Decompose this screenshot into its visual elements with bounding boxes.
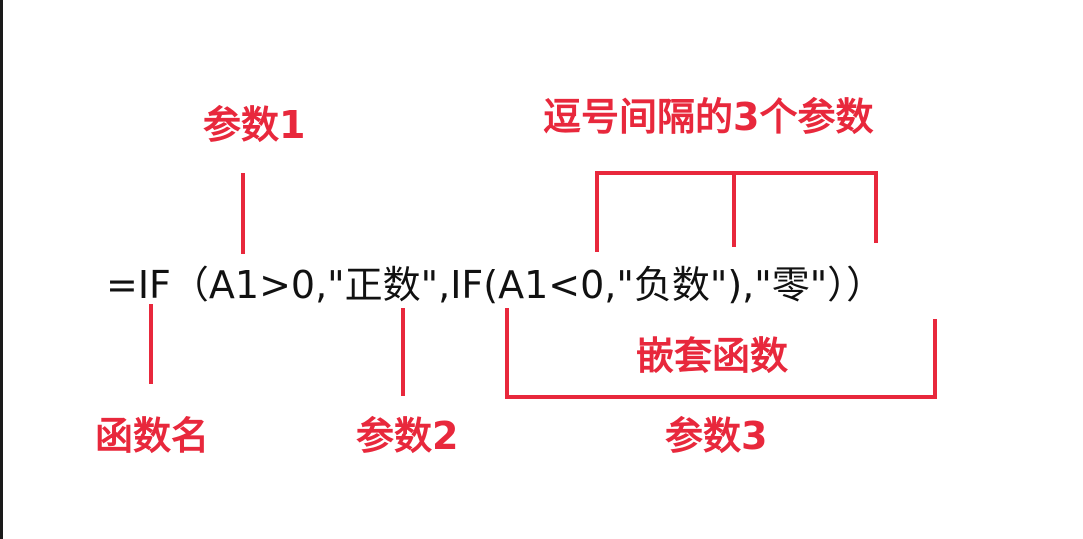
left-border (0, 0, 3, 539)
label-nested-function: 嵌套函数 (636, 334, 789, 378)
label-three-params: 逗号间隔的3个参数 (543, 95, 874, 139)
label-function-name: 函数名 (95, 414, 210, 458)
label-param3: 参数3 (665, 414, 768, 458)
formula-text: =IF（A1>0,"正数",IF(A1<0,"负数"),"零"）） (106, 263, 885, 307)
label-param2: 参数2 (356, 414, 459, 458)
label-param1: 参数1 (203, 103, 306, 147)
